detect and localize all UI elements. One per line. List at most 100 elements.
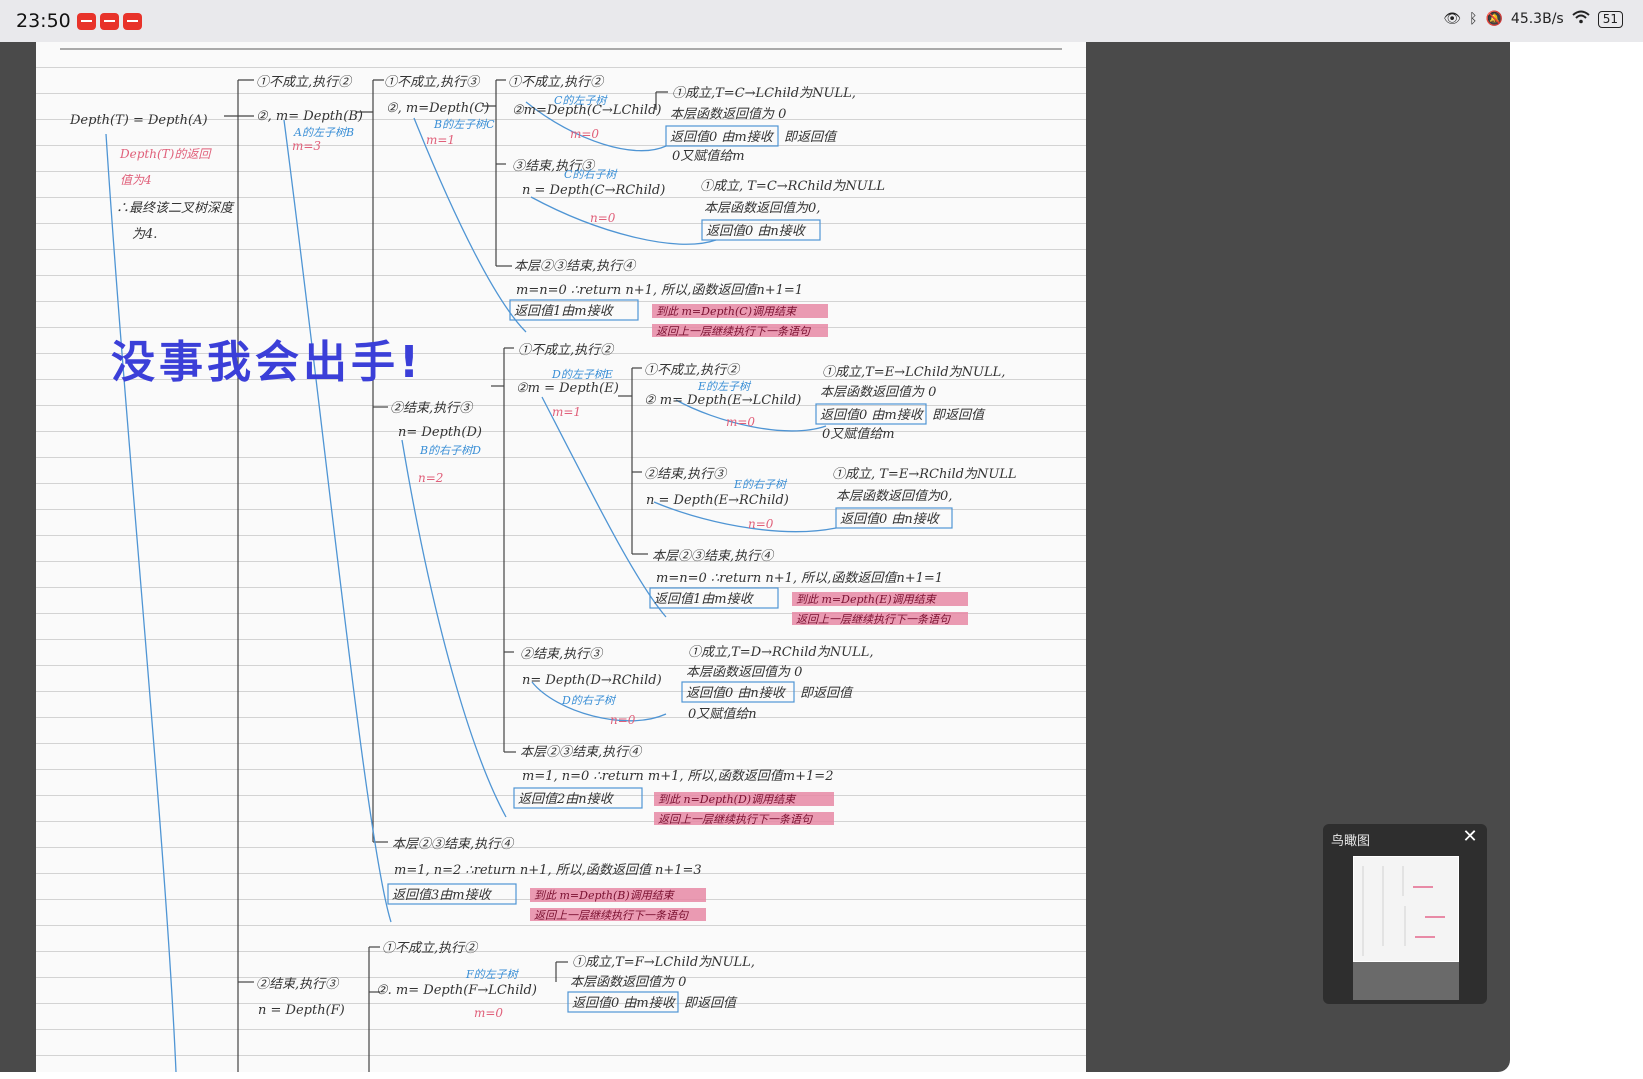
c-step1: ①不成立,执行② <box>508 75 605 90</box>
e-rnull-line2: 本层函数返回值为0, <box>836 489 952 504</box>
d-rnull-line1: ①成立,T=D→RChild为NULL, <box>688 645 874 660</box>
f-step2: ②. m= Depth(F→LChild) <box>376 983 537 998</box>
b-n-call: n= Depth(D) <box>398 425 482 440</box>
c-null-line2: 本层函数返回值为 0 <box>670 107 786 122</box>
b-end: 本层②③结束,执行④ <box>392 837 515 852</box>
e-calc: m=n=0 ∴return n+1, 所以,函数返回值n+1=1 <box>656 571 943 586</box>
note-app: Depth(T) = Depth(A) Depth(T)的返回 值为4 ∴最终该… <box>0 42 1510 1072</box>
c-n-call: n = Depth(C→RChild) <box>522 183 665 198</box>
e-return-note: 0又赋值给m <box>822 427 895 442</box>
d-n-note: D的右子树 <box>561 694 617 707</box>
minimap-offscreen <box>1353 962 1459 1000</box>
b-highlight1: 到此 m=Depth(B)调用结束 <box>534 889 676 902</box>
f-null-line1: ①成立,T=F→LChild为NULL, <box>572 955 755 970</box>
f-return-box: 返回值0 由m接收 <box>572 996 677 1011</box>
e-step3-note: E的右子树 <box>733 478 788 491</box>
minimap-panel[interactable]: 鸟瞰图 ✕ <box>1323 824 1487 1004</box>
c-highlight2: 返回上一层继续执行下一条语句 <box>656 325 812 338</box>
e-rnull-line1: ①成立, T=E→RChild为NULL <box>832 467 1017 482</box>
a-step2-note: A的左子树B <box>293 126 354 139</box>
app-notification-icon <box>99 12 119 30</box>
d-calc: m=1, n=0 ∴return m+1, 所以,函数返回值m+1=2 <box>522 769 833 784</box>
b-n-value: n=2 <box>418 471 443 485</box>
e-null-line2: 本层函数返回值为 0 <box>820 385 936 400</box>
c-step2-note: C的左子树 <box>554 94 608 107</box>
c-return-note: 即返回值 <box>784 130 838 145</box>
e-step1: ①不成立,执行② <box>644 363 741 378</box>
e-highlight2: 返回上一层继续执行下一条语句 <box>796 613 952 626</box>
f-step2-note: F的左子树 <box>465 968 520 981</box>
eye-icon: 👁 <box>1443 11 1462 27</box>
c-return3-box: 返回值1由m接收 <box>514 304 615 319</box>
e-return2-box: 返回值0 由n接收 <box>840 512 941 527</box>
b-step3: ②结束,执行③ <box>390 401 474 416</box>
a-m-value: m=3 <box>292 139 321 153</box>
minimap-thumbnail[interactable] <box>1353 856 1459 1000</box>
e-null-line1: ①成立,T=E→LChild为NULL, <box>822 365 1005 380</box>
e-step2: ② m= Depth(E→LChild) <box>644 393 801 408</box>
e-n-call: n = Depth(E→RChild) <box>646 493 789 508</box>
c-rnull-line2: 本层函数返回值为0, <box>704 201 820 216</box>
c-null-line1: ①成立,T=C→LChild为NULL, <box>672 86 856 101</box>
e-return-note: 即返回值 <box>932 408 986 423</box>
status-bar: 23:50 👁 ᛒ 🔕 45.3B/s 51 <box>0 0 1643 42</box>
handwritten-notes: Depth(T) = Depth(A) Depth(T)的返回 值为4 ∴最终该… <box>69 75 1017 1072</box>
c-n-value: n=0 <box>590 211 616 225</box>
battery-icon: 51 <box>1597 10 1623 28</box>
mute-icon: 🔕 <box>1485 11 1503 27</box>
minimap-viewport[interactable] <box>1353 856 1459 962</box>
e-end: 本层②③结束,执行④ <box>652 549 775 564</box>
c-step3: ③结束,执行③ <box>512 159 596 174</box>
f-step1: ①不成立,执行② <box>382 941 479 956</box>
d-m-value: m=1 <box>552 405 581 419</box>
b-calc: m=1, n=2 ∴return n+1, 所以,函数返回值 n+1=3 <box>394 863 702 878</box>
c-m-value: m=0 <box>570 127 599 141</box>
app-notification-icon <box>122 12 142 30</box>
d-step1: ①不成立,执行② <box>518 343 615 358</box>
b-return-box: 返回值3由m接收 <box>392 888 493 903</box>
a-step2: ②, m= Depth(B) <box>256 109 363 124</box>
c-step3-note: C的右子树 <box>564 168 618 181</box>
bluetooth-icon: ᛒ <box>1469 11 1478 27</box>
d-step2-note: D的左子树E <box>551 368 613 381</box>
e-step2-note: E的左子树 <box>697 380 752 393</box>
d-highlight2: 返回上一层继续执行下一条语句 <box>658 813 814 826</box>
root-conclusion: 为4. <box>132 227 157 242</box>
c-return-note: 0又赋值给m <box>672 149 745 164</box>
b-n-note: B的右子树D <box>419 444 481 457</box>
d-n-call: n= Depth(D→RChild) <box>522 673 662 688</box>
a-step3: ②结束,执行③ <box>256 977 340 992</box>
e-m-value: m=0 <box>726 415 755 429</box>
minimap-preview <box>1362 866 1445 956</box>
close-icon[interactable]: ✕ <box>1462 826 1478 847</box>
status-indicators: 👁 ᛒ 🔕 45.3B/s 51 <box>1443 10 1623 28</box>
b-step2-note: B的左子树C <box>433 118 495 131</box>
c-step2: ②m=Depth(C→LChild) <box>512 103 661 118</box>
root-call: Depth(T) = Depth(A) <box>69 113 208 128</box>
page-top-rule <box>60 48 1062 50</box>
e-highlight1: 到此 m=Depth(E)调用结束 <box>796 593 938 606</box>
a-step1: ①不成立,执行② <box>256 75 353 90</box>
c-calc: m=n=0 ∴return n+1, 所以,函数返回值n+1=1 <box>516 283 803 298</box>
c-return2-box: 返回值0 由n接收 <box>706 224 807 239</box>
f-return-note: 即返回值 <box>684 996 738 1011</box>
root-note-red: 值为4 <box>120 173 152 187</box>
f-m-value: m=0 <box>474 1006 503 1020</box>
d-return-note: 即返回值 <box>800 686 854 701</box>
root-note-red: Depth(T)的返回 <box>119 147 212 161</box>
d-step2: ②m = Depth(E) <box>516 381 619 396</box>
c-end: 本层②③结束,执行④ <box>514 259 637 274</box>
d-n-value: n=0 <box>610 713 636 727</box>
d-highlight1: 到此 n=Depth(D)调用结束 <box>658 793 797 806</box>
d-return-note: 0又赋值给n <box>688 707 757 722</box>
e-return-box: 返回值0 由m接收 <box>820 408 925 423</box>
d-return-box: 返回值0 由n接收 <box>686 686 787 701</box>
overlay-caption: 没事我会出手! <box>111 337 424 388</box>
notebook-page[interactable]: Depth(T) = Depth(A) Depth(T)的返回 值为4 ∴最终该… <box>36 42 1086 1072</box>
e-return3-box: 返回值1由m接收 <box>654 592 755 607</box>
d-end: 本层②③结束,执行④ <box>520 745 643 760</box>
c-rnull-line1: ①成立, T=C→RChild为NULL <box>700 179 885 194</box>
minimap-title: 鸟瞰图 <box>1331 834 1371 849</box>
d-rnull-line2: 本层函数返回值为 0 <box>686 665 802 680</box>
b-m-value: m=1 <box>426 133 455 147</box>
